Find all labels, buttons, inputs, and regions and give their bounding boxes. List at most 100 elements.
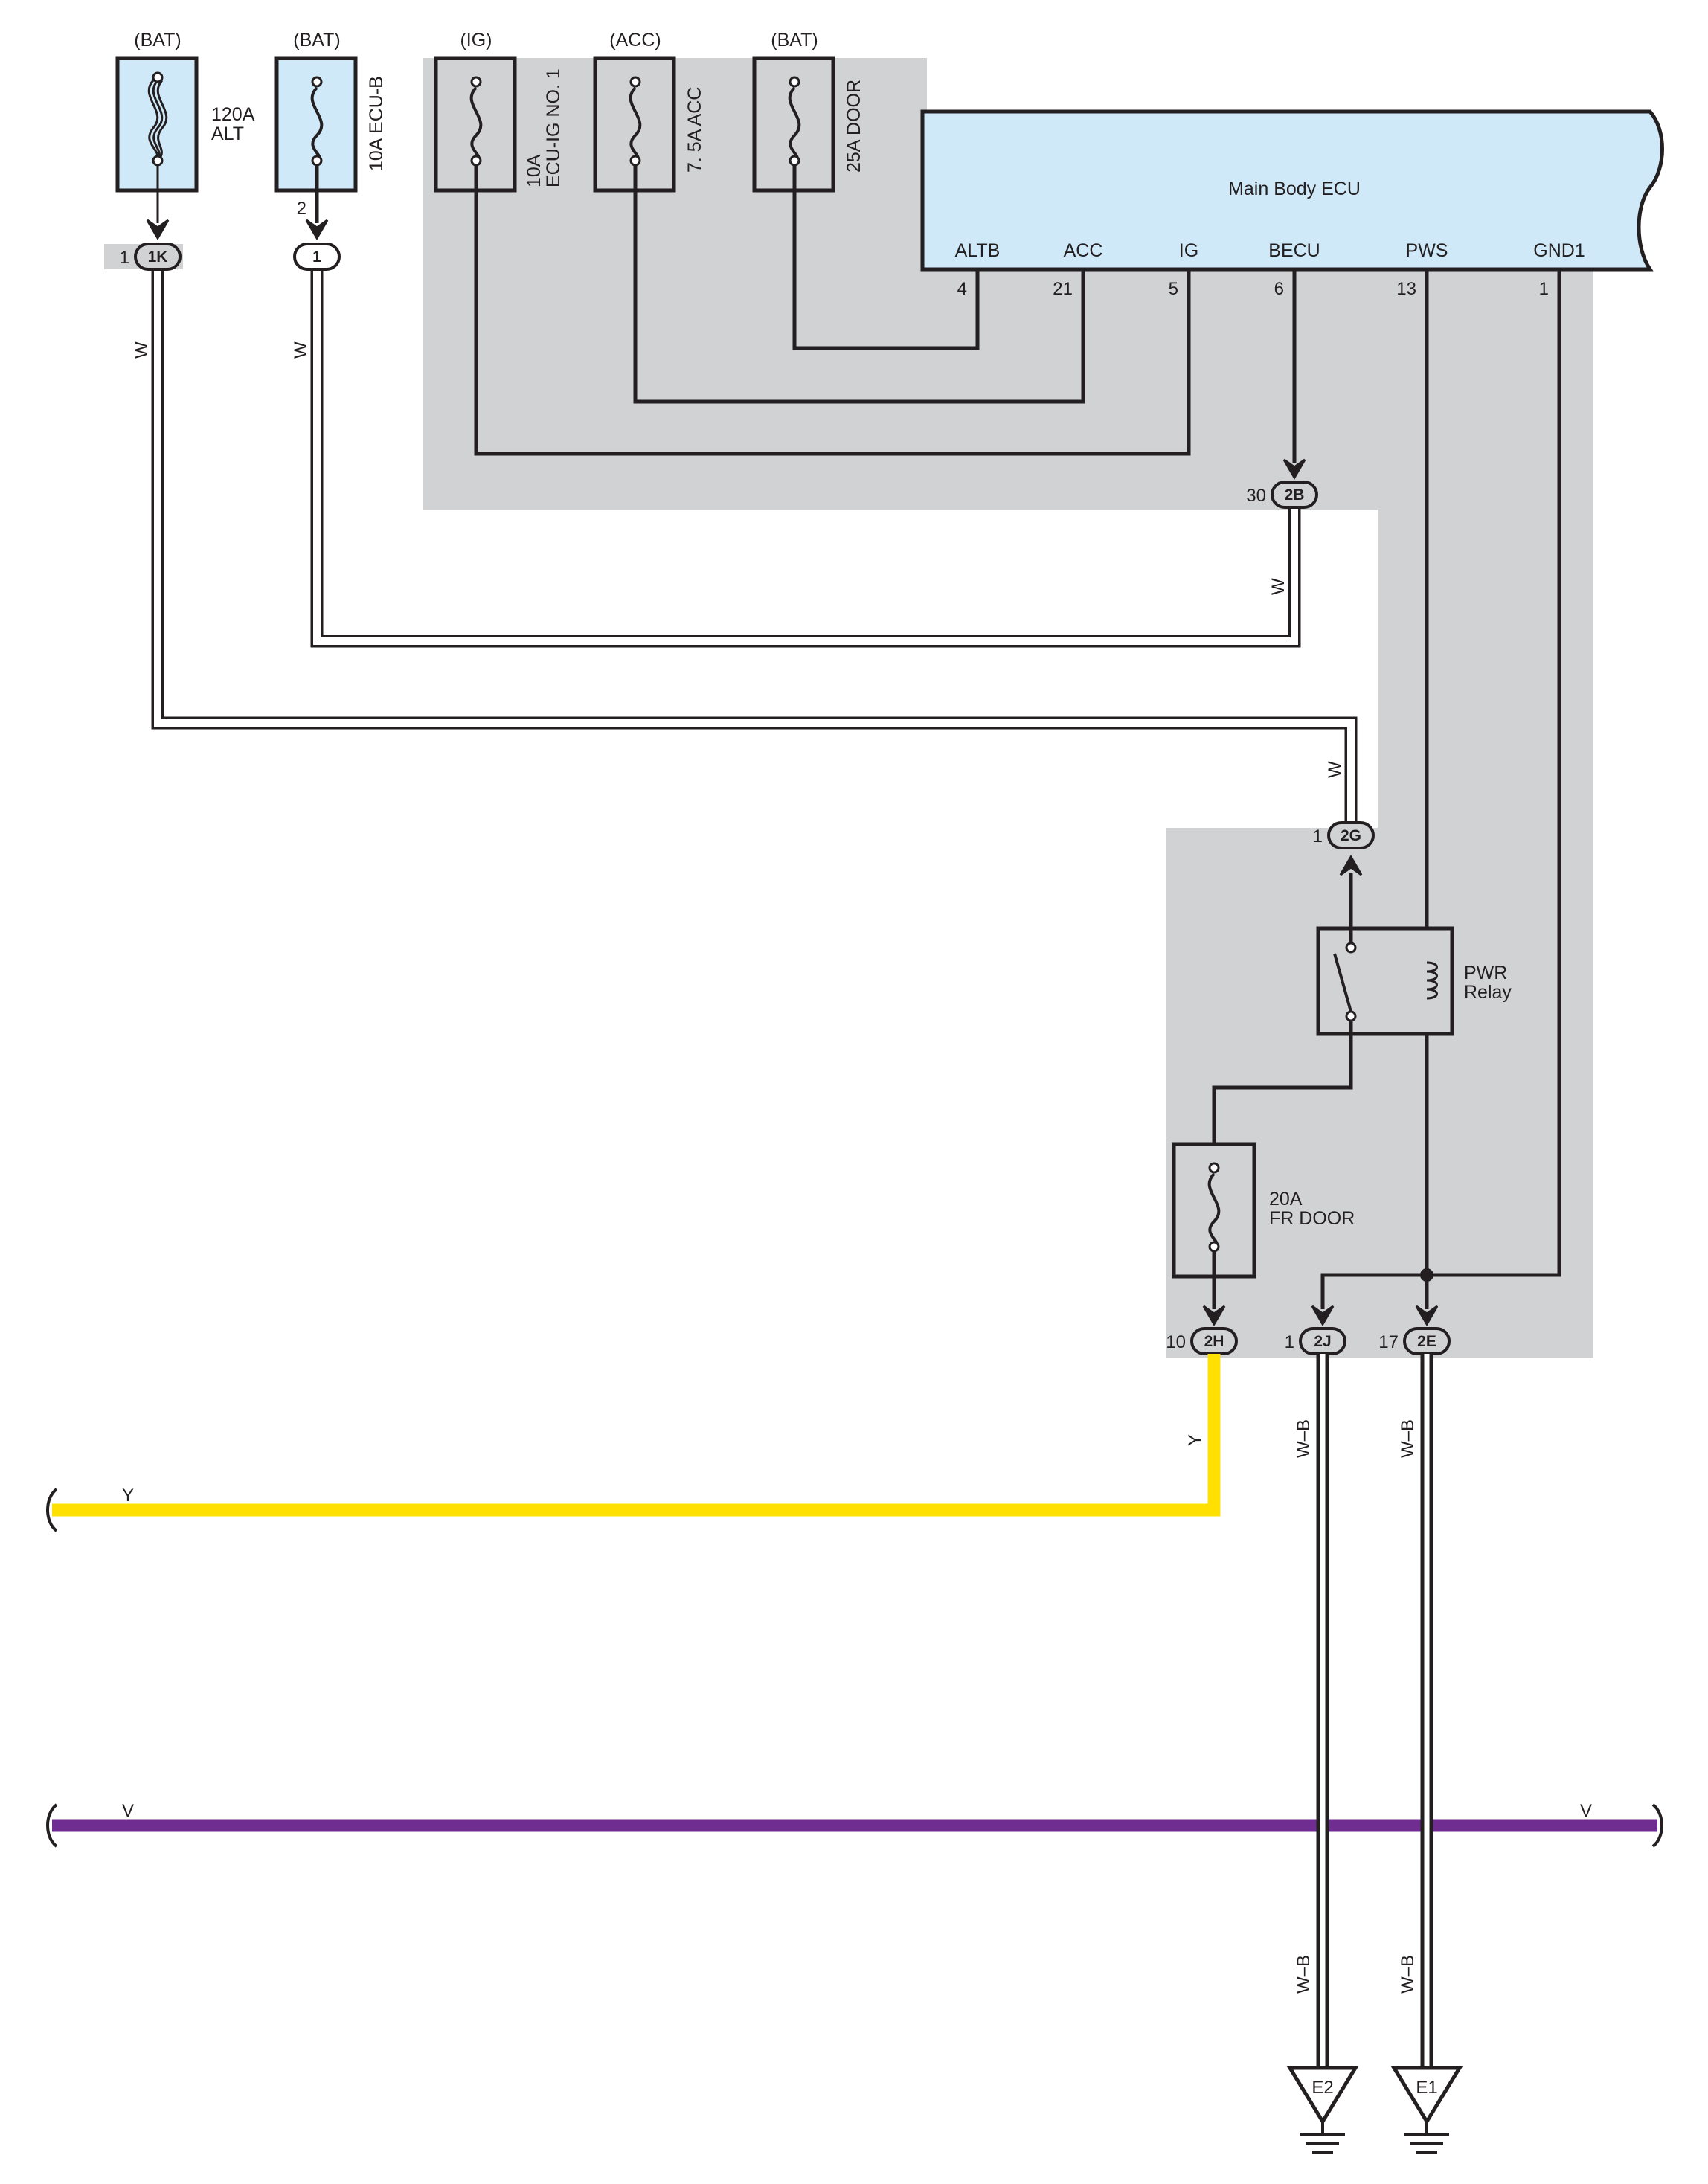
wire-label-w-2: W bbox=[291, 341, 311, 359]
ecu-pin-acc-label: ACC bbox=[1064, 240, 1103, 261]
fuse-acc-label: 7. 5A ACC bbox=[684, 87, 705, 173]
wire-label-w-1: W bbox=[132, 341, 152, 359]
connector-2g-pin: 1 bbox=[1313, 826, 1323, 847]
main-body-ecu-title: Main Body ECU bbox=[1228, 179, 1361, 199]
wire-acc-acc bbox=[633, 165, 1085, 404]
connector-1 bbox=[293, 243, 341, 271]
fuse-ecu-b-terminal-top bbox=[311, 76, 323, 88]
connector-2j-pin: 1 bbox=[1285, 1332, 1294, 1352]
wire-w-ecu-b-inner bbox=[313, 269, 1298, 645]
wire-label-v-right: V bbox=[1580, 1801, 1592, 1821]
fuse-ecu-ig-rating: 10A bbox=[524, 154, 545, 187]
connector-2h-id: 2H bbox=[1204, 1333, 1224, 1350]
arrow-2b bbox=[1282, 458, 1306, 480]
wire-ig-ig bbox=[474, 165, 1191, 456]
fuse-acc-source: (ACC) bbox=[609, 30, 661, 51]
connector-2b-id: 2B bbox=[1285, 486, 1305, 504]
arrow-2h bbox=[1202, 1305, 1226, 1326]
wire-w-alt-inner bbox=[154, 269, 1355, 821]
wire-label-wb-e1-top: W–B bbox=[1398, 1419, 1418, 1458]
wire-junction-dot bbox=[1420, 1268, 1434, 1282]
arrow-2g bbox=[1339, 855, 1363, 876]
fuse-fr-door-element bbox=[1207, 1172, 1221, 1248]
connector-1-id: 1 bbox=[312, 248, 321, 266]
fuse-ecu-ig-source: (IG) bbox=[460, 30, 492, 51]
fuse-alt-element bbox=[147, 79, 168, 223]
wire-label-y-horizontal: Y bbox=[122, 1486, 134, 1506]
connector-2e-pin: 17 bbox=[1378, 1332, 1399, 1352]
fuse-alt-name: ALT bbox=[211, 123, 244, 144]
fuse-ecu-b-source: (BAT) bbox=[293, 30, 340, 51]
wire-label-v-left: V bbox=[122, 1801, 134, 1821]
connector-2g bbox=[1327, 821, 1375, 849]
wire-yellow-end-break bbox=[46, 1488, 58, 1532]
fuse-alt-source: (BAT) bbox=[134, 30, 181, 51]
wire-label-w-4: W bbox=[1325, 761, 1345, 778]
fuse-fr-door-terminal-bottom bbox=[1208, 1241, 1220, 1253]
wire-door-altb bbox=[792, 165, 980, 350]
fuse-ecu-b-element bbox=[310, 86, 324, 162]
ecu-pin-acc-number: 21 bbox=[1053, 279, 1073, 299]
ground-e2-label: E2 bbox=[1312, 2078, 1333, 2098]
ground-e2-triangle bbox=[1286, 2066, 1359, 2125]
fuse-fr-door-terminal-top bbox=[1208, 1162, 1220, 1174]
wire-label-w-3: W bbox=[1268, 578, 1288, 595]
fuse-door-label: 25A DOOR bbox=[844, 80, 864, 173]
ground-e1-label: E1 bbox=[1416, 2078, 1437, 2098]
wire-violet-left-break bbox=[46, 1803, 58, 1848]
ecu-pin-gnd1-number: 1 bbox=[1539, 279, 1549, 299]
arrow-2j bbox=[1311, 1305, 1335, 1326]
connector-1k-id: 1K bbox=[148, 248, 168, 266]
arrow-1k bbox=[146, 219, 170, 240]
fuse-fr-door-name: FR DOOR bbox=[1269, 1208, 1355, 1229]
fuse-ecu-b-terminal-bottom bbox=[311, 155, 323, 167]
ecu-pin-ig-number: 5 bbox=[1169, 279, 1178, 299]
junction-block-upper bbox=[423, 58, 1593, 1358]
relay-switch-arm bbox=[1333, 953, 1352, 1012]
ecu-pin-ig-label: IG bbox=[1179, 240, 1198, 261]
ecu-pin-gnd1-label: GND1 bbox=[1533, 240, 1585, 261]
relay-contact-top bbox=[1345, 942, 1357, 954]
connector-1k bbox=[134, 243, 182, 271]
connector-1k-pin: 1 bbox=[120, 248, 129, 268]
connector-2b-pin: 30 bbox=[1246, 486, 1266, 506]
arrow-1 bbox=[305, 219, 329, 240]
fuse-door-terminal-top bbox=[789, 76, 800, 88]
pwr-relay-suffix: Relay bbox=[1464, 982, 1512, 1003]
ground-e2-icon bbox=[1300, 2122, 1345, 2154]
wire-label-wb-e2-top: W–B bbox=[1294, 1419, 1314, 1458]
ground-e1-triangle bbox=[1390, 2066, 1463, 2125]
wire-label-wb-e1-bottom: W–B bbox=[1398, 1955, 1418, 1994]
arrow-2e bbox=[1415, 1305, 1439, 1326]
ecu-pin-pws-number: 13 bbox=[1396, 279, 1416, 299]
fuse-alt-terminal-top bbox=[152, 71, 164, 83]
relay-lead-bottom bbox=[1212, 1021, 1353, 1144]
fuse-acc-terminal-top bbox=[629, 76, 641, 88]
fuse-ecu-ig-terminal-bottom bbox=[470, 155, 482, 167]
wire-label-wb-e2-bottom: W–B bbox=[1294, 1955, 1314, 1994]
fuse-ecu-ig-name: ECU-IG NO. 1 bbox=[543, 68, 564, 187]
wire-label-y-vertical: Y bbox=[1185, 1434, 1205, 1446]
connector-2b bbox=[1271, 481, 1318, 509]
fuse-ecu-b-label: 10A ECU-B bbox=[366, 76, 387, 171]
fuse-alt-rating: 120A bbox=[211, 104, 255, 125]
fuse-ecu-ig-terminal-top bbox=[470, 76, 482, 88]
fuse-door-source: (BAT) bbox=[771, 30, 818, 51]
ecu-pin-altb-label: ALTB bbox=[955, 240, 1001, 261]
ecu-pin-altb-number: 4 bbox=[957, 279, 967, 299]
connector-2h-pin: 10 bbox=[1166, 1332, 1186, 1352]
fuse-ecu-ig-element bbox=[469, 86, 483, 162]
ground-e1-icon bbox=[1404, 2122, 1449, 2154]
fuse-door-terminal-bottom bbox=[789, 155, 800, 167]
wire-yellow bbox=[52, 1354, 1221, 1517]
connector-2g-id: 2G bbox=[1341, 827, 1361, 844]
ecu-pin-becu-label: BECU bbox=[1268, 240, 1320, 261]
relay-coil-icon bbox=[1426, 961, 1438, 1000]
relay-contact-bottom bbox=[1345, 1010, 1357, 1022]
fuse-acc-element bbox=[629, 86, 642, 162]
wire-gnd1 bbox=[1320, 269, 1561, 1309]
ecu-pin-becu-number: 6 bbox=[1274, 279, 1284, 299]
fuse-alt-terminal-bottom bbox=[152, 155, 164, 167]
main-body-ecu-box bbox=[920, 109, 1664, 272]
